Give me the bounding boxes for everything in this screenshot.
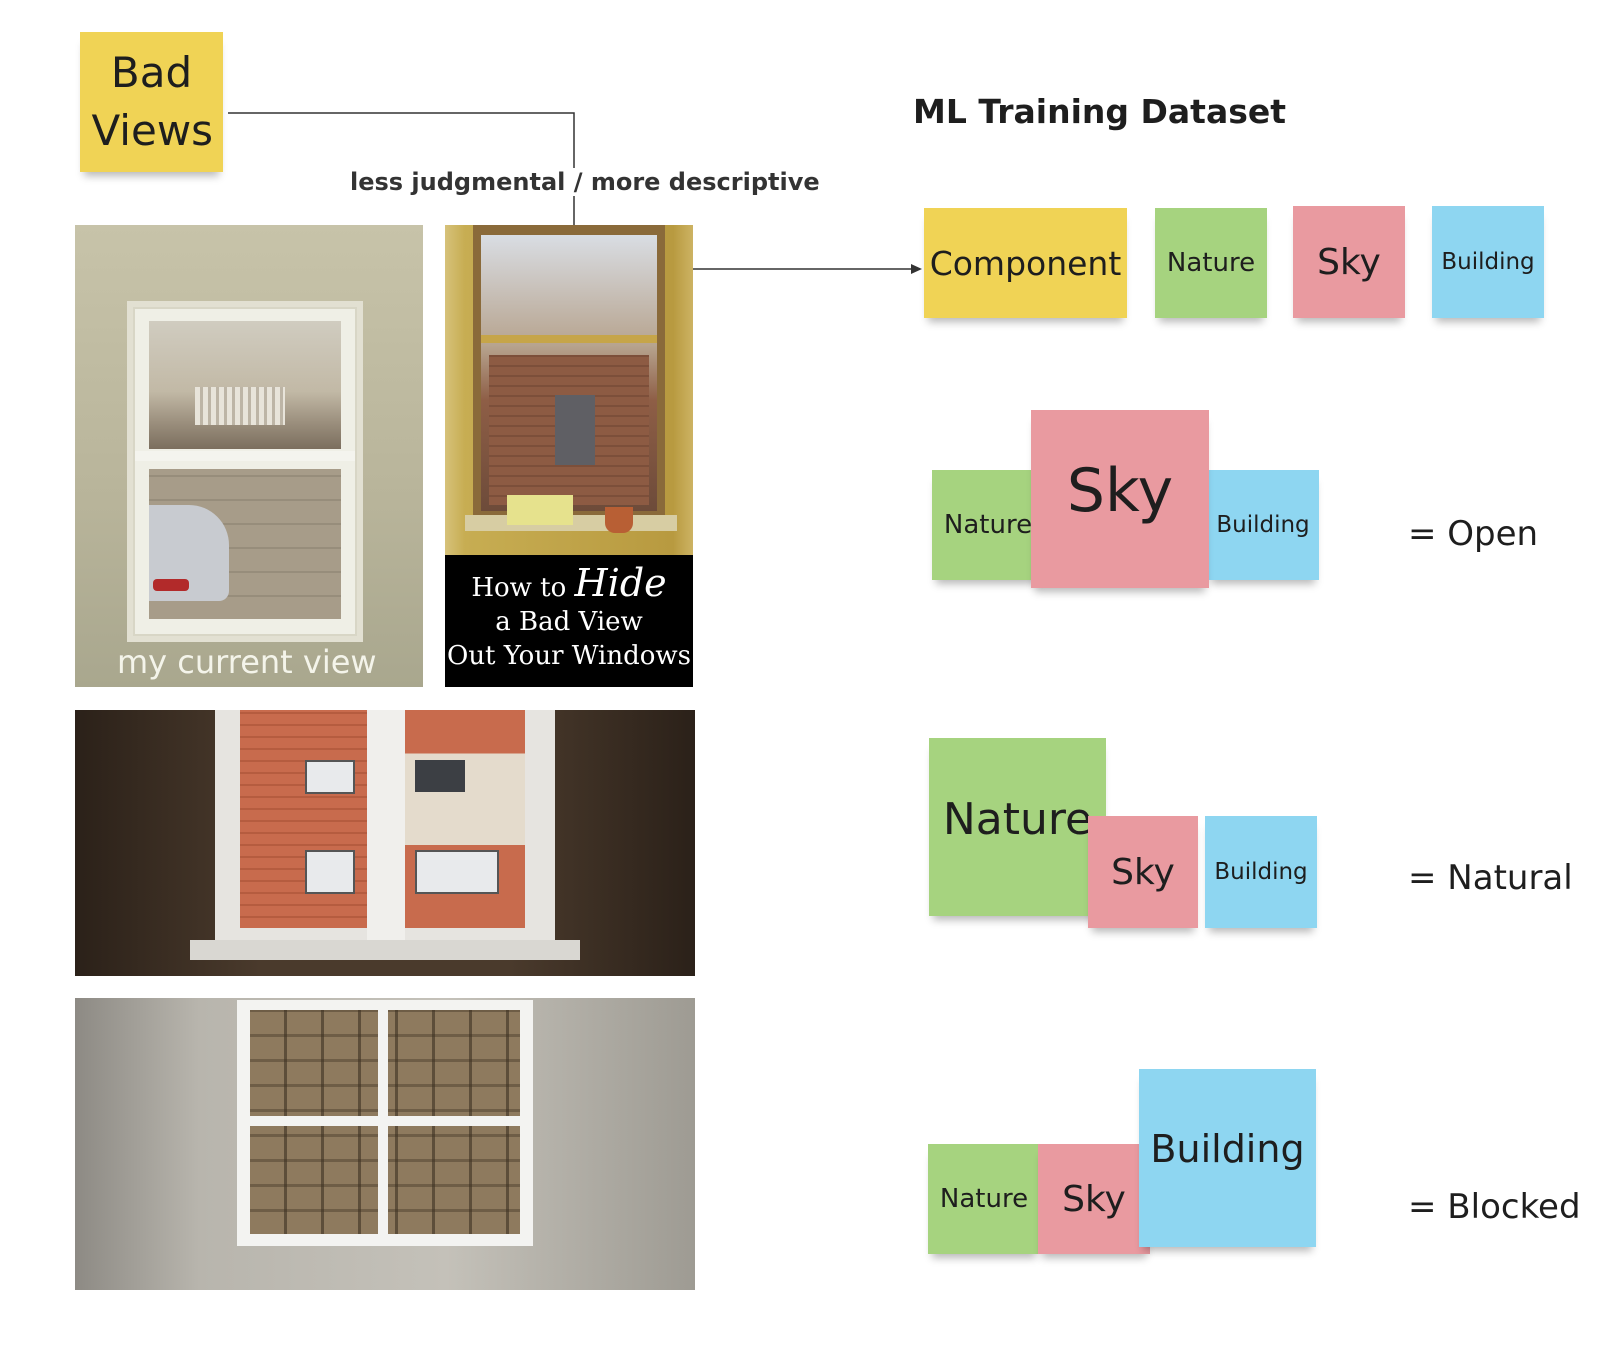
nature-legend-label: Nature <box>1166 248 1256 278</box>
hide-line3: Out Your Windows <box>447 641 691 671</box>
natural-nature-label: Nature <box>942 794 1093 845</box>
blocked-result: = Blocked <box>1408 1187 1581 1227</box>
open-nature-label: Nature <box>943 510 1033 540</box>
open-sky-note[interactable]: Sky <box>1031 410 1209 588</box>
current-view-caption: my current view <box>117 643 377 681</box>
blocked-building-label: Building <box>1150 1127 1305 1171</box>
building-legend-note[interactable]: Building <box>1432 206 1544 318</box>
blocked-nature-note[interactable]: Nature <box>928 1144 1040 1254</box>
dataset-title: ML Training Dataset <box>913 92 1287 131</box>
nature-legend-note[interactable]: Nature <box>1155 208 1267 318</box>
open-result: = Open <box>1408 514 1539 554</box>
natural-sky-note[interactable]: Sky <box>1088 816 1198 928</box>
component-note[interactable]: Component <box>924 208 1127 318</box>
bad-views-note[interactable]: Bad Views <box>80 32 223 172</box>
blocked-nature-label: Nature <box>939 1184 1029 1214</box>
window-frame <box>133 307 357 636</box>
blocked-sky-label: Sky <box>1062 1178 1126 1220</box>
building-legend-label: Building <box>1441 249 1535 275</box>
natural-building-note[interactable]: Building <box>1205 816 1317 928</box>
hide-line1b: Hide <box>574 561 667 605</box>
photo-stone-view <box>75 998 695 1290</box>
hide-line1a: How to <box>471 573 567 603</box>
open-sky-label: Sky <box>1066 456 1174 526</box>
open-building-label: Building <box>1216 512 1310 538</box>
open-building-note[interactable]: Building <box>1207 470 1319 580</box>
arrow-head <box>911 264 922 274</box>
photo-current-view: my current view <box>75 225 423 687</box>
photo-hide-bad-view: How to Hide a Bad View Out Your Windows <box>445 225 693 687</box>
hide-line2: a Bad View <box>495 607 643 637</box>
sky-legend-label: Sky <box>1317 241 1381 283</box>
connector-label: less judgmental / more descriptive <box>346 168 824 196</box>
natural-sky-label: Sky <box>1111 851 1175 893</box>
natural-nature-note[interactable]: Nature <box>929 738 1106 916</box>
component-label: Component <box>929 243 1122 283</box>
blocked-sky-note[interactable]: Sky <box>1038 1144 1150 1254</box>
bad-views-label: Bad Views <box>91 48 214 155</box>
natural-result: = Natural <box>1408 858 1573 898</box>
photo-brick-view <box>75 710 695 976</box>
natural-building-label: Building <box>1214 859 1308 885</box>
blocked-building-note[interactable]: Building <box>1139 1069 1316 1247</box>
open-nature-note[interactable]: Nature <box>932 470 1044 580</box>
sky-legend-note[interactable]: Sky <box>1293 206 1405 318</box>
